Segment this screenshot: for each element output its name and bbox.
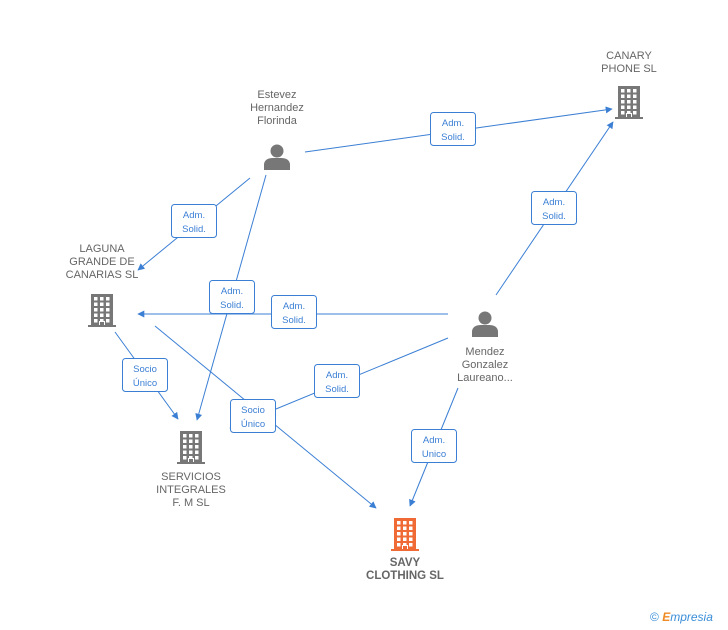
node-label: Gonzalez bbox=[462, 359, 508, 371]
node-label: LAGUNA bbox=[79, 243, 125, 255]
building-icon bbox=[177, 431, 205, 464]
edge-label-box bbox=[230, 399, 276, 433]
edge-label-text: Adm. bbox=[543, 197, 565, 208]
edge-label-text: Socio bbox=[241, 405, 265, 416]
footer-brand: © Empresia bbox=[650, 610, 713, 624]
edge-label-box bbox=[430, 112, 476, 146]
node-label: PHONE SL bbox=[601, 63, 657, 75]
edge-label-text: Adm. bbox=[183, 210, 205, 221]
edge-label-box bbox=[122, 358, 168, 392]
node-label: Estevez bbox=[257, 89, 296, 101]
node-label: Hernandez bbox=[250, 102, 304, 114]
edge-label-text: Adm. bbox=[221, 286, 243, 297]
person-icon bbox=[264, 144, 290, 170]
edge-label-box bbox=[531, 191, 577, 225]
edge-label-text: Solid. bbox=[182, 224, 206, 235]
edge-label-text: Adm. bbox=[326, 370, 348, 381]
edge-label-mendez-to-savy[interactable]: Adm. Unico bbox=[411, 429, 457, 463]
edge-label-estevez-to-servicios[interactable]: Adm. Solid. bbox=[209, 280, 255, 314]
edge-label-text: Único bbox=[133, 378, 157, 389]
building-icon bbox=[391, 518, 419, 551]
edge-label-text: Unico bbox=[422, 449, 446, 460]
node-label: Florinda bbox=[257, 115, 298, 127]
edge-label-mendez-to-servicios[interactable]: Adm. Solid. bbox=[314, 364, 360, 398]
edge-label-text: Solid. bbox=[325, 384, 349, 395]
node-label: Mendez bbox=[465, 346, 504, 358]
node-mendez[interactable]: MendezGonzalezLaureano... bbox=[457, 311, 513, 385]
edge-label-mendez-to-canary[interactable]: Adm. Solid. bbox=[531, 191, 577, 225]
edge-label-text: Único bbox=[241, 419, 265, 430]
node-label: INTEGRALES bbox=[156, 484, 226, 496]
node-label: CANARY bbox=[606, 50, 652, 62]
edge-label-text: Solid. bbox=[220, 300, 244, 311]
person-icon bbox=[472, 311, 498, 337]
node-label: Laureano... bbox=[457, 372, 513, 384]
copyright-symbol: © bbox=[650, 610, 659, 624]
node-label: CANARIAS SL bbox=[66, 269, 139, 281]
brand-name: mpresia bbox=[670, 610, 713, 624]
building-icon bbox=[88, 294, 116, 327]
edge-label-box bbox=[314, 364, 360, 398]
edge-label-text: Solid. bbox=[542, 211, 566, 222]
brand-initial: E bbox=[662, 610, 671, 624]
edge-label-text: Adm. bbox=[442, 118, 464, 129]
node-label: GRANDE DE bbox=[69, 256, 134, 268]
node-label: CLOTHING SL bbox=[366, 570, 444, 582]
edge-label-mendez-to-laguna[interactable]: Adm. Solid. bbox=[271, 295, 317, 329]
edge-label-text: Socio bbox=[133, 364, 157, 375]
edge-label-text: Adm. bbox=[283, 301, 305, 312]
edge-label-estevez-to-laguna[interactable]: Adm. Solid. bbox=[171, 204, 217, 238]
node-label: SERVICIOS bbox=[161, 471, 221, 483]
building-icon bbox=[615, 86, 643, 119]
edge-label-text: Solid. bbox=[282, 315, 306, 326]
edge-label-box bbox=[411, 429, 457, 463]
edge-labels-layer: Adm. Solid. Adm. Solid. Adm. Solid. Adm. Solid.… bbox=[122, 112, 577, 463]
node-label: F. M SL bbox=[172, 497, 209, 509]
edge-label-text: Adm. bbox=[423, 435, 445, 446]
edge-label-estevez-to-canary[interactable]: Adm. Solid. bbox=[430, 112, 476, 146]
edge-label-box bbox=[271, 295, 317, 329]
node-label: SAVY bbox=[390, 557, 421, 569]
edge-label-text: Solid. bbox=[441, 132, 465, 143]
edge-label-box bbox=[171, 204, 217, 238]
edge-label-box bbox=[209, 280, 255, 314]
